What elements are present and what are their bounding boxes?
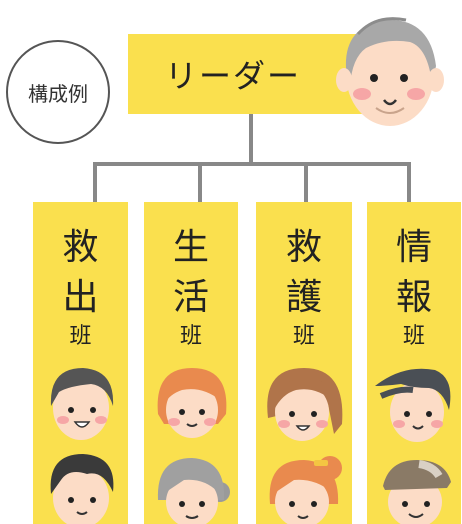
team-aid-char-2: 護 (285, 277, 322, 318)
aid-member-woman-bun-icon (269, 456, 342, 524)
rescue-member-man-icon (50, 368, 114, 440)
example-badge: 構成例 (6, 40, 110, 144)
team-aid-panel: 救 護 班 (256, 202, 352, 524)
rescue-member-man-curly-icon (50, 454, 114, 524)
team-living-char-1: 生 (172, 227, 209, 268)
leader-elderly-man-icon (336, 17, 444, 126)
team-living-panel: 生 活 班 (144, 202, 238, 524)
info-member-man-icon (375, 368, 451, 442)
team-rescue-panel: 救 出 班 (33, 202, 128, 524)
team-info-char-1: 情 (395, 227, 432, 268)
leader-box: リーダー (128, 34, 374, 114)
team-living-char-3: 班 (179, 324, 202, 349)
team-info-char-2: 報 (395, 277, 432, 318)
team-aid-char-3: 班 (292, 324, 315, 349)
team-info-char-3: 班 (402, 324, 425, 349)
team-living-char-2: 活 (172, 277, 209, 318)
example-badge-label: 構成例 (28, 81, 88, 106)
leader-label: リーダー (164, 57, 301, 95)
team-rescue-char-1: 救 (62, 227, 99, 268)
info-member-man-cap-icon (383, 460, 451, 524)
living-member-elderly-woman-icon (157, 458, 230, 524)
team-info-panel: 情 報 班 (367, 202, 461, 524)
team-aid-char-1: 救 (285, 227, 322, 268)
aid-member-woman-icon (267, 368, 343, 441)
living-member-woman-icon (157, 368, 227, 438)
team-rescue-char-3: 班 (69, 324, 92, 349)
team-rescue-char-2: 出 (62, 277, 99, 318)
